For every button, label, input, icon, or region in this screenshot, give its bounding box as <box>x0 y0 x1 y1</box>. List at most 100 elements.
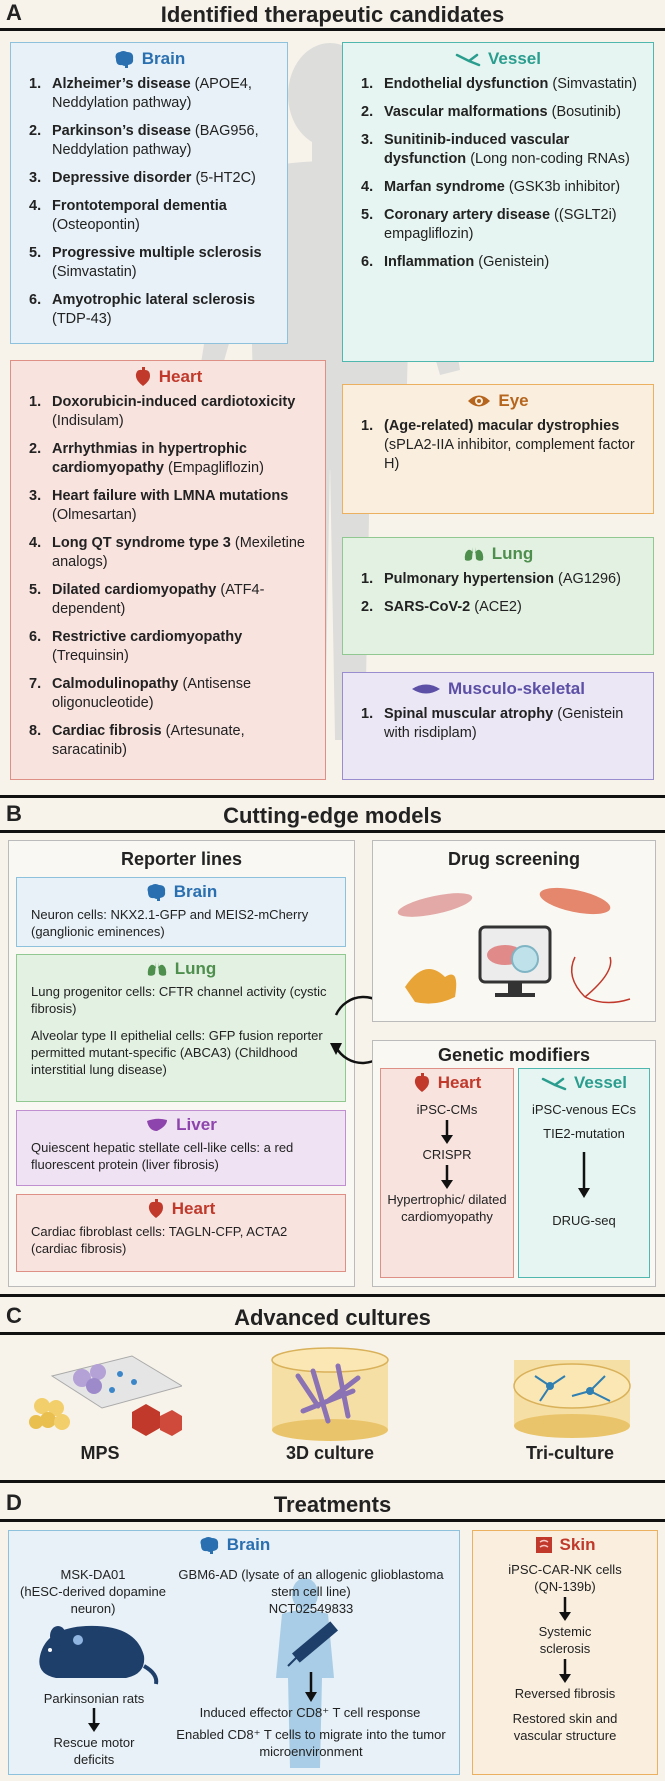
genetic-heart-box: Heart iPSC-CMs CRISPR Hypertrophic/ dila… <box>380 1068 514 1278</box>
reporter-liver-box: Liver Quiescent hepatic stellate cell-li… <box>16 1110 346 1186</box>
brain-icon <box>115 51 133 68</box>
item-number: 4. <box>29 198 42 214</box>
candidates-vessel-box: Vessel 1.Endothelial dysfunction (Simvas… <box>342 42 654 362</box>
list-item: 6.Inflammation (Genistein) <box>361 253 643 272</box>
item-number: 1. <box>29 394 42 410</box>
item-detail: (Osteopontin) <box>52 217 140 233</box>
arrow-down-icon <box>559 1659 571 1683</box>
item-detail: (ACE2) <box>470 599 522 615</box>
genetic-modifiers-title: Genetic modifiers <box>437 1045 591 1065</box>
muscle-icon <box>412 684 440 694</box>
item-detail: (Indisulam) <box>52 413 124 429</box>
item-name: Dilated cardiomyopathy <box>52 582 217 598</box>
section-a-rule <box>0 28 665 31</box>
list-item: 1.Doxorubicin-induced cardiotoxicity (In… <box>29 393 315 431</box>
item-name: Cardiac fibrosis <box>52 723 162 739</box>
reporter-heart-title: Heart <box>171 1199 216 1218</box>
item-detail: (sPLA2-IIA inhibitor, complement factor … <box>384 437 635 472</box>
item-name: Long QT syndrome type 3 <box>52 535 231 551</box>
item-detail: (Trequinsin) <box>52 648 129 664</box>
list-item: 5.Dilated cardiomyopathy (ATF4-dependent… <box>29 581 315 619</box>
reporter-lung-title: Lung <box>174 959 217 978</box>
list-item: 1.(Age-related) macular dystrophies (sPL… <box>361 417 643 474</box>
list-item: 4.Frontotemporal dementia (Osteopontin) <box>29 197 277 235</box>
list-item: 2.Arrhythmias in hypertrophic cardiomyop… <box>29 440 315 478</box>
candidates-vessel-header: Vessel <box>343 49 653 69</box>
item-detail: (BAG956, Neddylation pathway) <box>52 123 259 158</box>
item-number: 6. <box>29 629 42 645</box>
list-item: 3.Sunitinib-induced vascular dysfunction… <box>361 131 643 169</box>
drug-screening-title: Drug screening <box>447 849 581 869</box>
item-number: 1. <box>361 706 374 722</box>
reporter-brain-text: Neuron cells: NKX2.1-GFP and MEIS2-mCher… <box>31 907 309 939</box>
section-a-letter: A <box>6 0 22 25</box>
reporter-liver-header: Liver <box>17 1115 345 1135</box>
reporter-lung-header: Lung <box>17 959 345 979</box>
vessel-icon <box>541 1077 567 1091</box>
list-item: 5.Progressive multiple sclerosis (Simvas… <box>29 244 277 282</box>
list-item: 2.SARS-CoV-2 (ACE2) <box>361 598 643 617</box>
mps-illustration <box>29 1355 182 1436</box>
item-name: Progressive multiple sclerosis <box>52 245 262 261</box>
genetic-heart-step-3: Hypertrophic/ dilated cardiomyopathy <box>387 1192 507 1224</box>
item-number: 6. <box>29 292 42 308</box>
treatment-trial-id: NCT02549833 <box>268 1601 354 1616</box>
candidates-lung-header: Lung <box>343 544 653 564</box>
list-item: 1.Spinal muscular atrophy (Genistein wit… <box>361 705 643 743</box>
reporter-liver-title: Liver <box>176 1115 217 1134</box>
item-detail: (Antisense oligonucleotide) <box>52 676 252 711</box>
genetic-vessel-title: Vessel <box>574 1073 627 1092</box>
list-item: 4.Marfan syndrome (GSK3b inhibitor) <box>361 178 643 197</box>
item-name: Heart failure with LMNA mutations <box>52 488 289 504</box>
item-name: Depressive disorder <box>52 170 192 186</box>
section-c-letter: C <box>6 1303 22 1328</box>
item-name: Coronary artery disease <box>384 207 551 223</box>
treatment-vaccine-name: GBM6-AD (lysate of an allogenic glioblas… <box>178 1567 444 1599</box>
section-c-rule-top <box>0 1294 665 1297</box>
treatment-skin-outcome-2: Restored skin and vascular structure <box>512 1711 618 1743</box>
section-d-title: Treatments <box>273 1492 392 1517</box>
arrow-down-icon <box>578 1152 590 1198</box>
treatment-skin-flow: iPSC-CAR-NK cells (QN-139b) Systemic scl… <box>473 1561 657 1744</box>
item-number: 1. <box>361 571 374 587</box>
item-detail: (Olmesartan) <box>52 507 137 523</box>
treatment-cell-line-desc: (hESC-derived dopamine neuron) <box>20 1584 166 1616</box>
candidates-brain-box: Brain 1.Alzheimer’s disease (APOE4, Nedd… <box>10 42 288 344</box>
candidates-musculo-list: 1.Spinal muscular atrophy (Genistein wit… <box>343 699 653 743</box>
drug-screening-illustration <box>397 887 631 1004</box>
tri-culture-illustration <box>513 1360 631 1438</box>
candidates-eye-title: Eye <box>498 391 529 410</box>
section-b-rule-top <box>0 795 665 798</box>
item-name: Calmodulinopathy <box>52 676 179 692</box>
item-number: 1. <box>29 76 42 92</box>
genetic-heart-title: Heart <box>437 1073 482 1092</box>
brain-icon <box>147 884 165 901</box>
item-name: Vascular malformations <box>384 104 548 120</box>
candidates-heart-box: Heart 1.Doxorubicin-induced cardiotoxici… <box>10 360 326 780</box>
list-item: 1.Endothelial dysfunction (Simvastatin) <box>361 75 643 94</box>
candidates-lung-list: 1.Pulmonary hypertension (AG1296) 2.SARS… <box>343 564 653 617</box>
list-item: 3.Depressive disorder (5-HT2C) <box>29 169 277 188</box>
reporter-lung-box: Lung Lung progenitor cells: CFTR channel… <box>16 954 346 1102</box>
treatment-brain-right-result-1: Induced effector CD8⁺ T cell response <box>199 1705 421 1720</box>
human-injection-illustration <box>276 1578 339 1768</box>
arrow-down-icon <box>441 1120 453 1144</box>
3d-culture-illustration <box>271 1347 389 1441</box>
reporter-brain-header: Brain <box>17 882 345 902</box>
treatment-skin-title: Skin <box>559 1535 596 1554</box>
item-number: 3. <box>29 488 42 504</box>
section-d-letter: D <box>6 1490 22 1515</box>
item-detail: (Mexiletine analogs) <box>52 535 305 570</box>
list-item: 4. Long QT syndrome type 3 (Mexiletine an… <box>29 534 315 572</box>
reporter-liver-text: Quiescent hepatic stellate cell-like cel… <box>31 1140 294 1172</box>
item-number: 2. <box>361 599 374 615</box>
treatment-animal-model: Parkinsonian rats <box>43 1691 145 1706</box>
treatment-skin-box: Skin iPSC-CAR-NK cells (QN-139b) Systemi… <box>472 1530 658 1775</box>
item-number: 5. <box>29 245 42 261</box>
section-b-rule <box>0 830 665 833</box>
reporter-brain-box: Brain Neuron cells: NKX2.1-GFP and MEIS2… <box>16 877 346 947</box>
arrow-down-icon <box>441 1165 453 1189</box>
item-number: 4. <box>29 535 42 551</box>
list-item: 1.Pulmonary hypertension (AG1296) <box>361 570 643 589</box>
candidates-musculo-box: Musculo-skeletal 1.Spinal muscular atrop… <box>342 672 654 780</box>
